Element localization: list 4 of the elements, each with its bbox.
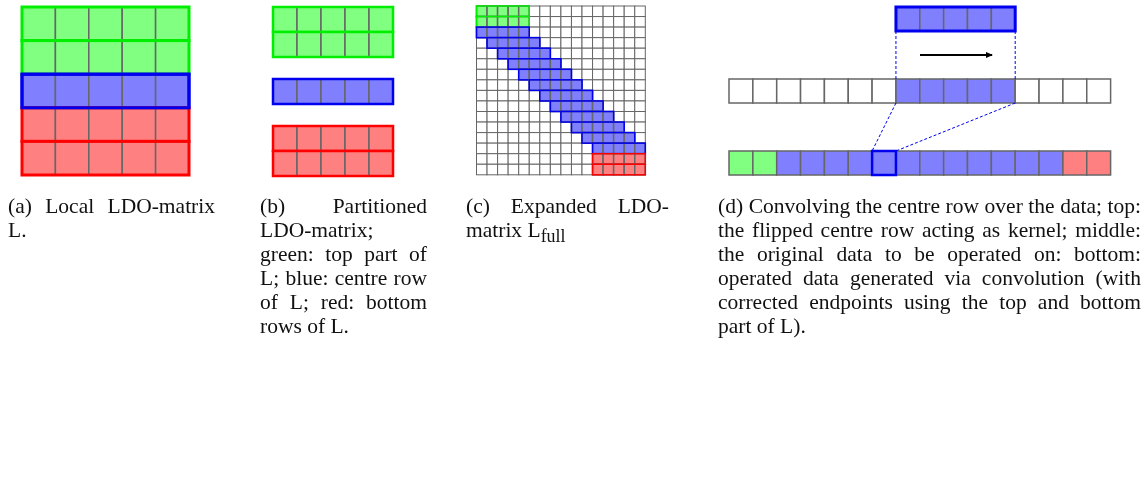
figure-caption: (c) Expanded LDO-matrix L$_{full}$ xyxy=(466,194,669,249)
figure-caption: (b) Partitioned LDO-matrix; green: top part of L; blue: centre row of L; red: bottom rows of L. xyxy=(260,194,427,338)
figure-caption: (d) Convolving the centre row over the data; top: the flipped centre row acting as kernel; middle: the original data to be operated on: bottom: operated data generated via convolution (with corrected endpoints using the top and bottom part of L). xyxy=(718,194,1141,338)
figure-caption: (a) Local LDO-matrix L. xyxy=(8,194,215,242)
